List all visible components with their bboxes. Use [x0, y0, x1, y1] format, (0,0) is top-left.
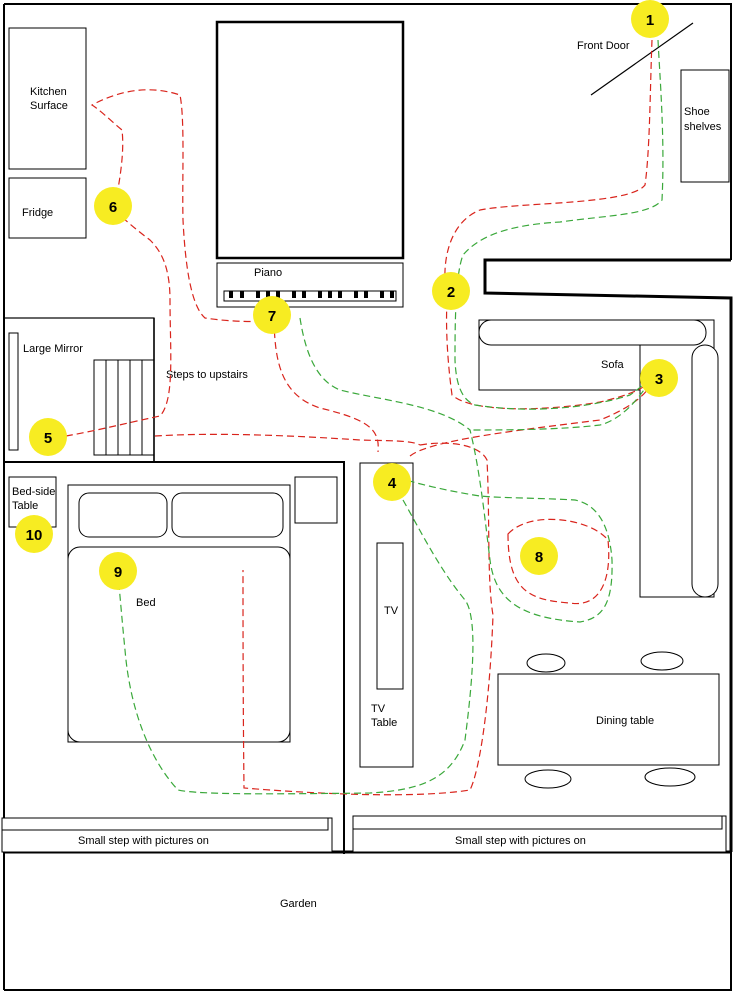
dining-table	[497, 673, 720, 766]
kitchen-label-1: Kitchen	[30, 86, 67, 98]
tv	[376, 542, 404, 690]
stair-room	[3, 317, 155, 463]
small-step-right	[352, 815, 727, 853]
small-step-left-label: Small step with pictures on	[78, 835, 209, 847]
central-block	[215, 20, 405, 260]
marker-4: 4	[373, 463, 411, 501]
large-mirror	[8, 332, 19, 451]
marker-10-label: 10	[26, 527, 43, 544]
marker-9: 9	[99, 552, 137, 590]
marker-7-label: 7	[268, 308, 276, 325]
kitchen-surface	[8, 27, 87, 170]
marker-4-label: 4	[388, 475, 397, 492]
shoe-label-1: Shoe	[684, 106, 710, 118]
stairs-label: Steps to upstairs	[166, 369, 248, 381]
sofa	[478, 319, 719, 598]
marker-5-label: 5	[44, 430, 52, 447]
marker-1: 1	[631, 0, 669, 38]
marker-6-label: 6	[109, 199, 117, 216]
piano-label: Piano	[254, 267, 282, 279]
bedside-table-right	[294, 476, 338, 524]
kitchen-label-2: Surface	[30, 100, 68, 112]
piano-keyboard	[223, 290, 397, 302]
fridge-label: Fridge	[22, 207, 53, 219]
shoe-shelves	[680, 69, 730, 183]
sofa-label: Sofa	[601, 359, 625, 371]
marker-2-label: 2	[447, 284, 455, 301]
front-door-label: Front Door	[577, 40, 630, 52]
tv-table-label-2: Table	[371, 717, 397, 729]
marker-5: 5	[29, 418, 67, 456]
dining-label: Dining table	[596, 715, 654, 727]
tv-table-label-1: TV	[371, 703, 386, 715]
mirror-label: Large Mirror	[23, 343, 83, 355]
marker-3: 3	[640, 359, 678, 397]
route-green	[117, 39, 664, 795]
front-door	[590, 22, 694, 96]
bedside-label-2: Table	[12, 500, 38, 512]
stairs	[93, 359, 155, 456]
marker-8: 8	[520, 537, 558, 575]
marker-8-label: 8	[535, 549, 543, 566]
garden-label: Garden	[280, 898, 317, 910]
marker-1-label: 1	[646, 12, 654, 29]
fridge	[8, 177, 87, 239]
shoe-label-2: shelves	[684, 121, 722, 133]
piano-keys	[229, 291, 394, 298]
bed-label: Bed	[136, 597, 156, 609]
marker-10: 10	[15, 515, 53, 553]
dining-chairs	[524, 651, 696, 789]
marker-6: 6	[94, 187, 132, 225]
marker-3-label: 3	[655, 371, 663, 388]
small-step-right-label: Small step with pictures on	[455, 835, 586, 847]
marker-9-label: 9	[114, 564, 122, 581]
bed	[67, 484, 291, 743]
small-step-left	[1, 817, 333, 853]
bedside-label-1: Bed-side	[12, 486, 55, 498]
tv-label: TV	[384, 605, 399, 617]
marker-7: 7	[253, 296, 291, 334]
marker-2: 2	[432, 272, 470, 310]
